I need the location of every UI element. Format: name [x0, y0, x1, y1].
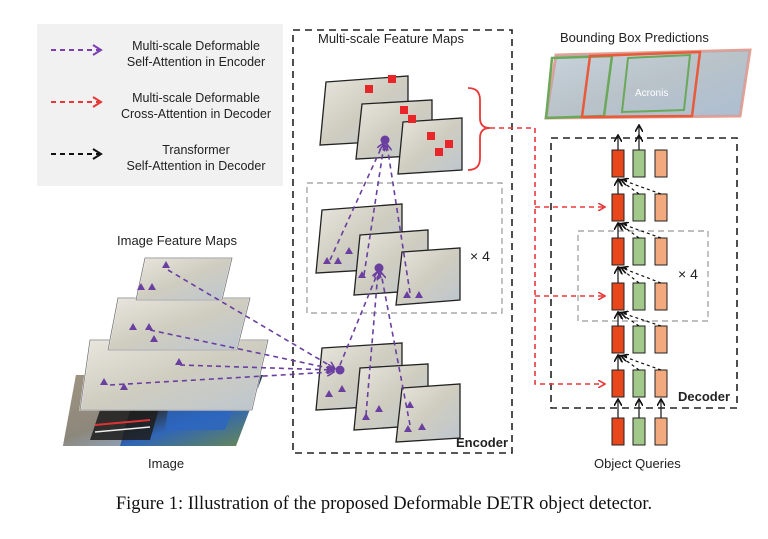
- image-feature-maps-label: Image Feature Maps: [117, 233, 237, 248]
- bounding-box-predictions-label: Bounding Box Predictions: [560, 30, 709, 45]
- encoder-repeat-label: × 4: [470, 248, 490, 264]
- figure-caption: Figure 1: Illustration of the proposed D…: [115, 494, 653, 514]
- legend-item-decoder-self-attention: Transformer Self-Attention in Decoder: [37, 140, 283, 180]
- decoder-frame: [550, 137, 738, 409]
- legend-item-decoder-cross-attention: Multi-scale Deformable Cross-Attention i…: [37, 88, 283, 128]
- encoder-feature-maps-bottom: [315, 342, 461, 443]
- reference-point-top: [380, 135, 390, 145]
- encoder-self-attention-arrows: [109, 144, 411, 426]
- legend-line-1: Multi-scale Deformable: [132, 91, 260, 105]
- bounding-box-predictions-image: Acronis: [544, 48, 752, 120]
- black-dashed-arrow-icon: [51, 148, 103, 160]
- decoder-layers: [611, 149, 668, 398]
- decoder-layer-1: [611, 149, 668, 178]
- legend: Multi-scale Deformable Self-Attention in…: [37, 24, 283, 186]
- object-queries: [611, 417, 668, 446]
- legend-line-1: Multi-scale Deformable: [132, 39, 260, 53]
- encoder-frame: [292, 29, 513, 454]
- legend-line-2: Self-Attention in Decoder: [126, 159, 266, 173]
- multiscale-feature-maps-label: Multi-scale Feature Maps: [318, 31, 464, 46]
- decoder-layer-3: [611, 237, 668, 266]
- decoder-layer-4: [611, 282, 668, 311]
- legend-line-1: Transformer: [162, 143, 230, 157]
- decoder-cross-attention-arrows: [490, 127, 604, 384]
- reference-point-bottom: [335, 365, 345, 375]
- query-points: [365, 75, 453, 156]
- image-label: Image: [148, 456, 185, 471]
- image-feature-maps: [79, 257, 269, 411]
- deformable-detr-diagram: Acronis: [63, 29, 752, 454]
- feature-map-brace: [467, 87, 491, 171]
- decoder-repeat-label: × 4: [678, 266, 698, 282]
- encoder-feature-maps-top: [319, 75, 463, 175]
- reference-point-middle: [374, 263, 384, 273]
- legend-line-2: Self-Attention in Encoder: [126, 55, 266, 69]
- decoder-layer-6: [611, 369, 668, 398]
- purple-dashed-arrow-icon: [51, 44, 103, 56]
- encoder-feature-maps-middle: [315, 203, 461, 306]
- decoder-layer-5: [611, 325, 668, 354]
- decoder-label: Decoder: [678, 389, 731, 404]
- legend-item-encoder-self-attention: Multi-scale Deformable Self-Attention in…: [37, 36, 283, 76]
- legend-line-2: Cross-Attention in Decoder: [120, 107, 272, 121]
- photo-sponsor-text: Acronis: [635, 88, 668, 99]
- decoder-self-attention-arrows: [620, 180, 662, 371]
- object-queries-label: Object Queries: [594, 456, 681, 471]
- encoder-label: Encoder: [456, 435, 509, 450]
- decoder-layer-2: [611, 193, 668, 222]
- encoder-repeat-frame: [306, 182, 503, 314]
- red-dashed-arrow-icon: [51, 96, 103, 108]
